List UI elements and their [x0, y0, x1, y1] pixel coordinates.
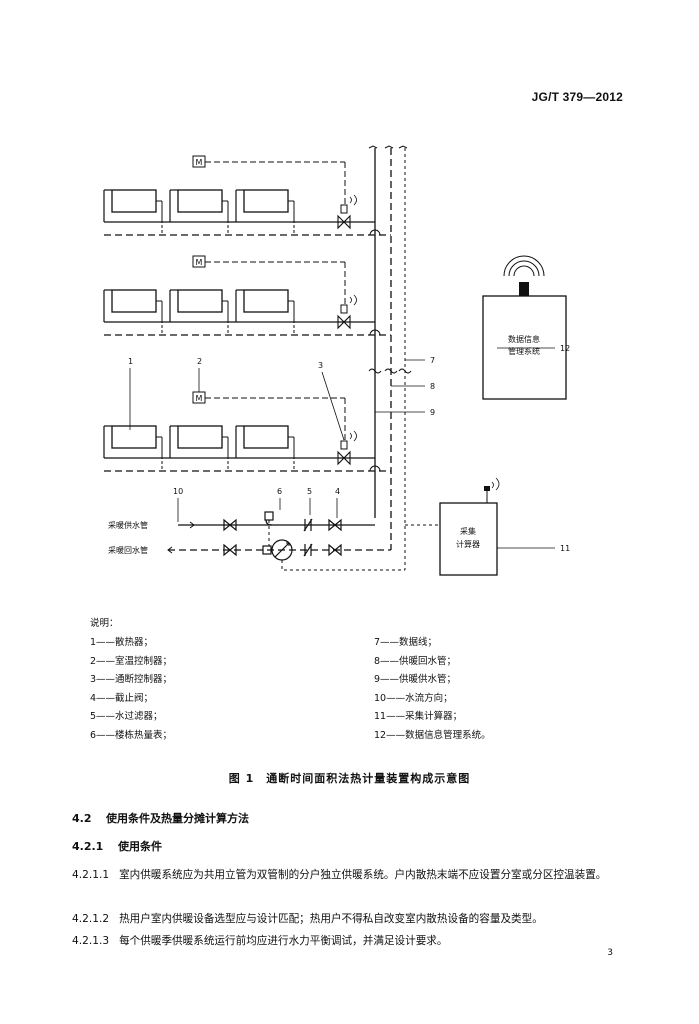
legend-item: 8——供暖回水管；	[374, 655, 457, 667]
svg-text:5: 5	[307, 487, 312, 496]
svg-text:6: 6	[277, 487, 282, 496]
legend-item: 4——截止阀；	[90, 692, 154, 704]
svg-text:8: 8	[430, 382, 435, 391]
clause-number: 4.2.1.1	[72, 869, 110, 881]
room-controllers: M M M	[192, 155, 206, 404]
radiator	[111, 189, 157, 213]
svg-text:4: 4	[335, 487, 340, 496]
figure-legend: 说明： 1——散热器； 7——数据线； 2——室温控制器； 8——供暖回水管； …	[90, 615, 610, 741]
section-heading-4-2: 4.2 使用条件及热量分摊计算方法	[72, 810, 249, 826]
section-heading-4-2-1: 4.2.1 使用条件	[72, 838, 162, 854]
section-number: 4.2.1	[72, 840, 104, 853]
legend-item: 5——水过滤器；	[90, 711, 163, 722]
callout-numbers: 1 2 3 4 5 6 7 8 9 10 11 12	[128, 344, 570, 553]
clause-text: 每个供暖季供暖系统运行前均应进行水力平衡调试，并满足设计要求。	[119, 935, 448, 947]
floor-unit	[103, 161, 391, 236]
legend-item: 6——楼栋热量表；	[90, 729, 173, 741]
legend-item: 1——散热器；	[90, 637, 154, 648]
svg-text:采暖供水管: 采暖供水管	[108, 520, 148, 530]
svg-text:11: 11	[560, 544, 570, 553]
leader-lines	[129, 347, 555, 549]
legend-item: 7——数据线；	[374, 637, 438, 648]
pipe-labels: 采暖供水管 采暖回水管	[108, 520, 148, 555]
legend-item: 9——供暖供水管；	[374, 674, 457, 685]
section-title: 使用条件及热量分摊计算方法	[106, 812, 249, 825]
svg-text:M: M	[196, 258, 203, 267]
svg-text:2: 2	[197, 357, 202, 366]
svg-text:管理系统: 管理系统	[508, 346, 540, 356]
svg-text:7: 7	[430, 356, 435, 365]
svg-text:M: M	[196, 394, 203, 403]
standard-code: JG/T 379—2012	[531, 90, 623, 104]
svg-text:9: 9	[430, 408, 435, 417]
collector-device: 采集 计算器	[439, 477, 500, 576]
legend-item: 2——室温控制器；	[90, 655, 173, 667]
svg-text:1: 1	[128, 357, 133, 366]
legend-title: 说明：	[90, 618, 119, 629]
svg-text:采暖回水管: 采暖回水管	[108, 545, 148, 555]
section-title: 使用条件	[118, 840, 162, 853]
heat-metering-diagram: M M M 1 2 3 4 5 6 7	[103, 145, 570, 576]
radiator	[177, 189, 223, 213]
entry-pipework	[167, 511, 440, 571]
clause-number: 4.2.1.3	[72, 935, 110, 947]
room-controller-m	[192, 255, 206, 268]
clause-text: 室内供暖系统应为共用立管为双管制的分户独立供暖系统。户内散热末端不应设置分室或分…	[119, 869, 607, 881]
legend-item: 3——通断控制器；	[90, 674, 173, 685]
figure-caption: 图 1 通断时间面积法热计量装置构成示意图	[228, 772, 471, 785]
riser-pipes	[368, 145, 412, 570]
paragraph-4-2-1-3: 4.2.1.3 每个供暖季供暖系统运行前均应进行水力平衡调试，并满足设计要求。	[72, 930, 632, 952]
page-number: 3	[607, 948, 613, 958]
radiator	[243, 189, 289, 213]
paragraph-4-2-1-2: 4.2.1.2 热用户室内供暖设备选型应与设计匹配；热用户不得私自改变室内散热设备…	[72, 908, 632, 930]
management-system-device: 数据信息 管理系统	[482, 255, 567, 400]
section-number: 4.2	[72, 812, 92, 825]
svg-text:采集: 采集	[460, 526, 476, 536]
svg-text:3: 3	[318, 361, 323, 370]
legend-item: 12——数据信息管理系统。	[374, 729, 491, 741]
svg-text:数据信息: 数据信息	[508, 334, 540, 344]
legend-item: 10——水流方向；	[374, 692, 453, 704]
svg-text:计算器: 计算器	[456, 539, 480, 549]
legend-item: 11——采集计算器；	[374, 711, 463, 722]
svg-text:10: 10	[173, 487, 183, 496]
svg-text:12: 12	[560, 344, 570, 353]
clause-text: 热用户室内供暖设备选型应与设计匹配；热用户不得私自改变室内散热设备的容量及类型。	[119, 913, 543, 925]
svg-text:M: M	[196, 158, 203, 167]
paragraph-4-2-1-1: 4.2.1.1 室内供暖系统应为共用立管为双管制的分户独立供暖系统。户内散热末端不…	[72, 864, 632, 886]
clause-number: 4.2.1.2	[72, 913, 110, 925]
room-controller-m	[192, 155, 206, 168]
